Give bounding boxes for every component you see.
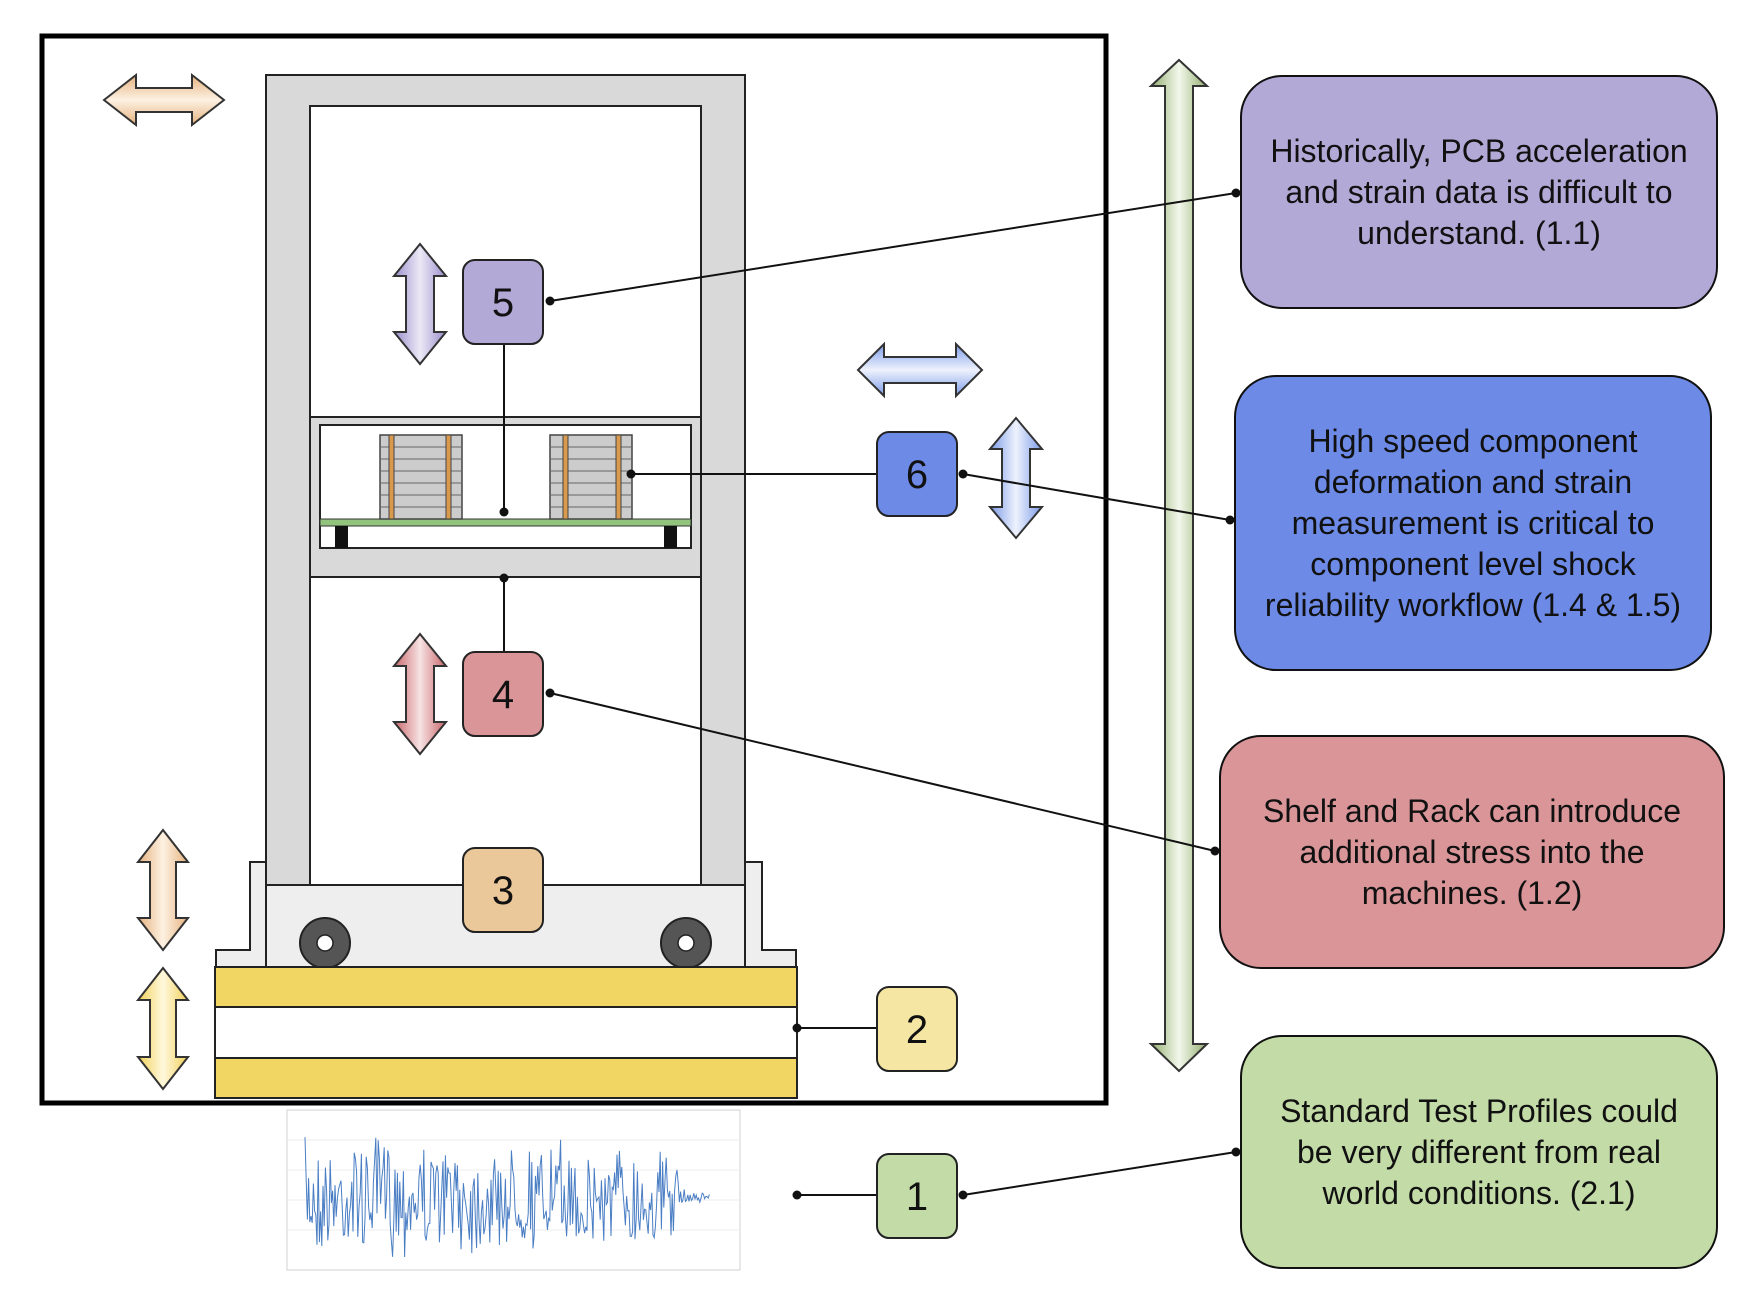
- server-chassis-icon: [319, 424, 692, 549]
- svg-text:3: 3: [492, 869, 514, 913]
- wheel-icon: [299, 917, 351, 969]
- note-purple: Historically, PCB acceleration and strai…: [1240, 75, 1718, 309]
- note-green: Standard Test Profiles could be very dif…: [1240, 1035, 1718, 1269]
- waveform-plot-icon: [286, 1109, 741, 1271]
- svg-text:1: 1: [906, 1175, 928, 1219]
- note-red-text: Shelf and Rack can introduce additional …: [1262, 792, 1682, 911]
- note-red: Shelf and Rack can introduce additional …: [1219, 735, 1725, 969]
- component-stack-left: [379, 434, 463, 520]
- wheel-icon: [660, 917, 712, 969]
- connector-lines: [503, 192, 1237, 1196]
- pcb-board: [319, 518, 692, 527]
- note-blue-text: High speed component deformation and str…: [1264, 422, 1682, 623]
- note-purple-text: Historically, PCB acceleration and strai…: [1270, 132, 1688, 251]
- double-arrow-horizontal-icon: [856, 341, 984, 399]
- marker-4: 4: [462, 651, 544, 737]
- double-arrow-vertical-icon: [391, 242, 449, 366]
- marker-3: 3: [462, 847, 544, 933]
- marker-6: 6: [876, 431, 958, 517]
- note-blue: High speed component deformation and str…: [1234, 375, 1712, 671]
- double-arrow-vertical-icon: [135, 966, 191, 1091]
- marker-5: 5: [462, 259, 544, 345]
- svg-text:6: 6: [906, 453, 928, 497]
- shaker-table-top: [214, 966, 798, 1008]
- double-arrow-vertical-icon: [135, 828, 191, 952]
- connector-dots: [499, 188, 1241, 1200]
- svg-text:5: 5: [492, 281, 514, 325]
- shaker-table-middle: [214, 1006, 798, 1059]
- component-stack-right: [549, 434, 633, 520]
- shaker-table-bottom: [214, 1057, 798, 1099]
- svg-text:4: 4: [492, 673, 514, 717]
- note-green-text: Standard Test Profiles could be very dif…: [1280, 1092, 1678, 1211]
- svg-text:2: 2: [906, 1008, 928, 1052]
- double-arrow-vertical-icon: [1148, 58, 1210, 1073]
- double-arrow-horizontal-icon: [102, 72, 226, 128]
- marker-1: 1: [876, 1153, 958, 1239]
- double-arrow-vertical-icon: [391, 632, 449, 756]
- marker-2: 2: [876, 986, 958, 1072]
- waveform-trace: [304, 1137, 710, 1258]
- double-arrow-vertical-icon: [987, 416, 1045, 540]
